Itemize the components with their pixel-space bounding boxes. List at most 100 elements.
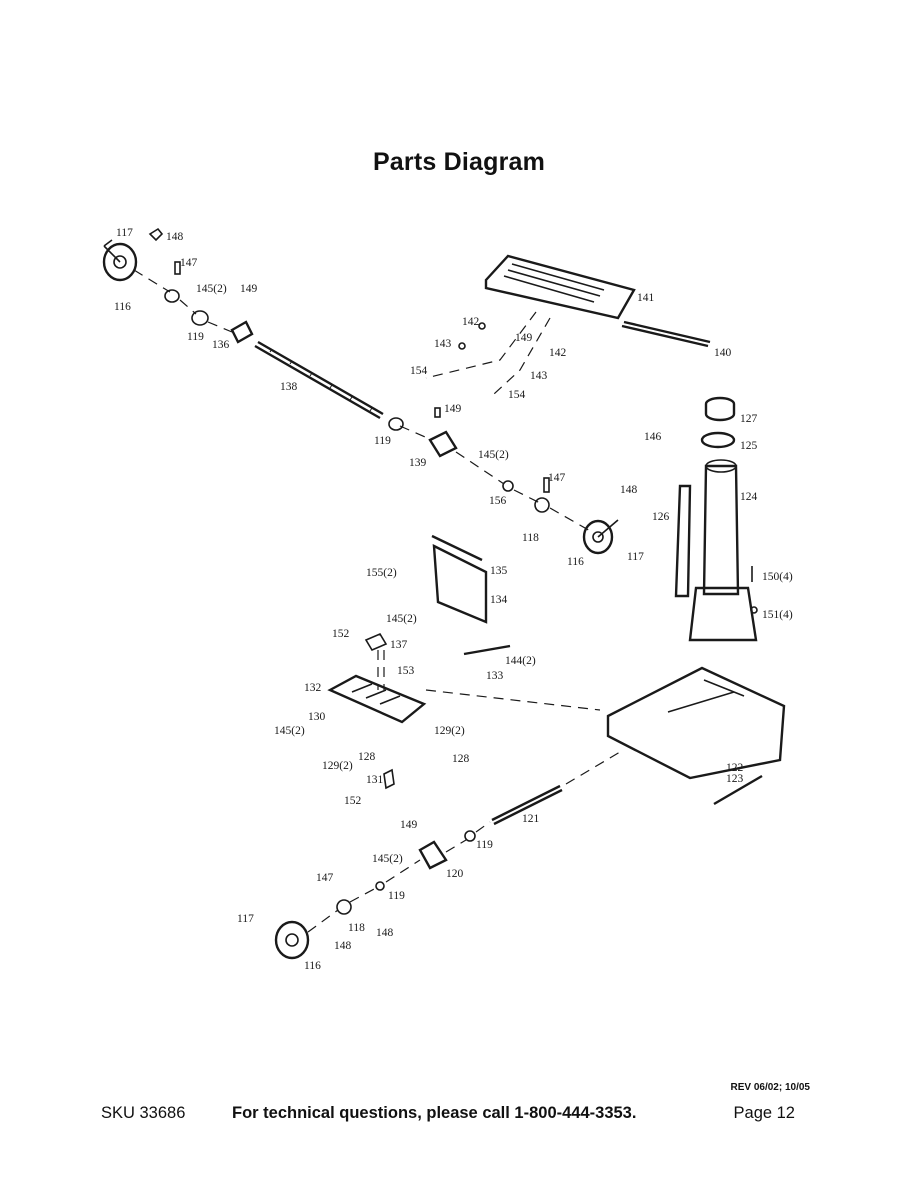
collar-147-middle (543, 477, 550, 493)
part-label: 151(4) (762, 609, 793, 621)
sku-number: SKU 33686 (101, 1104, 186, 1122)
table-hardware-lines (425, 311, 551, 395)
handwheel-handle-right (597, 519, 619, 538)
bushing-119-upper (191, 310, 209, 326)
part-label: 119 (476, 839, 493, 851)
part-label: 149 (515, 332, 533, 344)
gear-housing-139 (428, 430, 458, 458)
part-label: 117 (237, 913, 254, 925)
part-label: 119 (374, 435, 391, 447)
upper-feed-assembly (102, 227, 619, 555)
part-label: 118 (522, 532, 539, 544)
bushing-118-middle (534, 497, 550, 513)
part-label: 149 (240, 283, 258, 295)
part-label: 146 (644, 431, 662, 443)
part-label: 142 (549, 347, 567, 359)
part-label: 117 (116, 227, 133, 239)
part-label: 156 (489, 495, 507, 507)
part-label: 137 (390, 639, 408, 651)
part-label: 126 (652, 511, 670, 523)
part-label: 142 (462, 316, 480, 328)
part-label: 148 (166, 231, 184, 243)
part-label: 155(2) (366, 567, 397, 579)
handwheel-handle (103, 239, 121, 263)
part-label: 154 (508, 389, 526, 401)
part-label: 129(2) (434, 725, 465, 737)
part-label: 147 (316, 872, 334, 884)
handwheel-hub-right (592, 531, 604, 543)
rail-123 (713, 774, 763, 806)
part-label: 116 (567, 556, 584, 568)
part-label: 147 (180, 257, 198, 269)
bushing-119-lowest (375, 881, 385, 891)
part-label: 128 (452, 753, 470, 765)
gearbox-120 (418, 840, 448, 870)
part-label: 134 (490, 594, 508, 606)
part-label: 148 (620, 484, 638, 496)
part-label: 139 (409, 457, 427, 469)
part-label: 145(2) (274, 725, 305, 737)
table-141 (484, 254, 636, 320)
lower-feed-assembly (274, 751, 621, 960)
part-label: 143 (530, 370, 548, 382)
part-label: 153 (397, 665, 415, 677)
part-label: 148 (376, 927, 394, 939)
part-label: 149 (444, 403, 462, 415)
part-label: 123 (726, 773, 744, 785)
part-label: 133 (486, 670, 504, 682)
collar-156 (502, 480, 514, 492)
page-number: Page 12 (733, 1104, 795, 1122)
part-label: 141 (637, 292, 655, 304)
part-labels: 117 148 147 116 145(2) 149 119 136 138 1… (114, 227, 793, 972)
part-label: 125 (740, 440, 758, 452)
part-label: 117 (627, 551, 644, 563)
guard-134 (432, 543, 488, 624)
ring-125 (700, 431, 736, 449)
handwheel-upper-right (582, 519, 614, 555)
part-label: 135 (490, 565, 508, 577)
carriage-132 (327, 674, 427, 724)
table-slots (503, 263, 605, 303)
bushing-upper (164, 289, 180, 303)
column-base-flange (688, 586, 758, 642)
table-assembly (425, 254, 711, 395)
part-label: 154 (410, 365, 428, 377)
shaft-138-knurl (269, 348, 373, 412)
shaft-121 (491, 784, 563, 826)
shaft-138 (254, 340, 384, 420)
lower-axis (307, 751, 621, 933)
carriage-lead-lines (377, 650, 601, 711)
screw-143 (458, 342, 466, 350)
bushing-118-lower (336, 899, 352, 915)
handwheel-upper-left (102, 242, 138, 282)
screw-142 (478, 322, 486, 330)
part-label: 120 (446, 868, 464, 880)
part-label: 130 (308, 711, 326, 723)
rack-126 (674, 484, 692, 598)
part-label: 148 (334, 940, 352, 952)
base-122 (606, 666, 786, 780)
rod-133 (463, 644, 511, 656)
part-label: 118 (348, 922, 365, 934)
part-label: 121 (522, 813, 540, 825)
part-label: 132 (304, 682, 322, 694)
handwheel-lower-hub (285, 933, 299, 947)
handwheel-hub (113, 255, 127, 269)
part-label: 145(2) (372, 853, 403, 865)
part-label: 150(4) (762, 571, 793, 583)
block-137 (364, 632, 388, 652)
column-assembly (674, 396, 758, 642)
rail-140 (621, 320, 711, 348)
carriage-ribs (351, 683, 401, 705)
part-label: 140 (714, 347, 732, 359)
part-label: 119 (388, 890, 405, 902)
part-label: 144(2) (505, 655, 536, 667)
part-label: 152 (344, 795, 362, 807)
upper-axis (133, 269, 593, 533)
rod-135 (431, 534, 483, 562)
collar-147-upper (174, 261, 181, 275)
bracket-131 (383, 768, 395, 790)
part-label: 143 (434, 338, 452, 350)
handwheel-lower (274, 920, 310, 960)
